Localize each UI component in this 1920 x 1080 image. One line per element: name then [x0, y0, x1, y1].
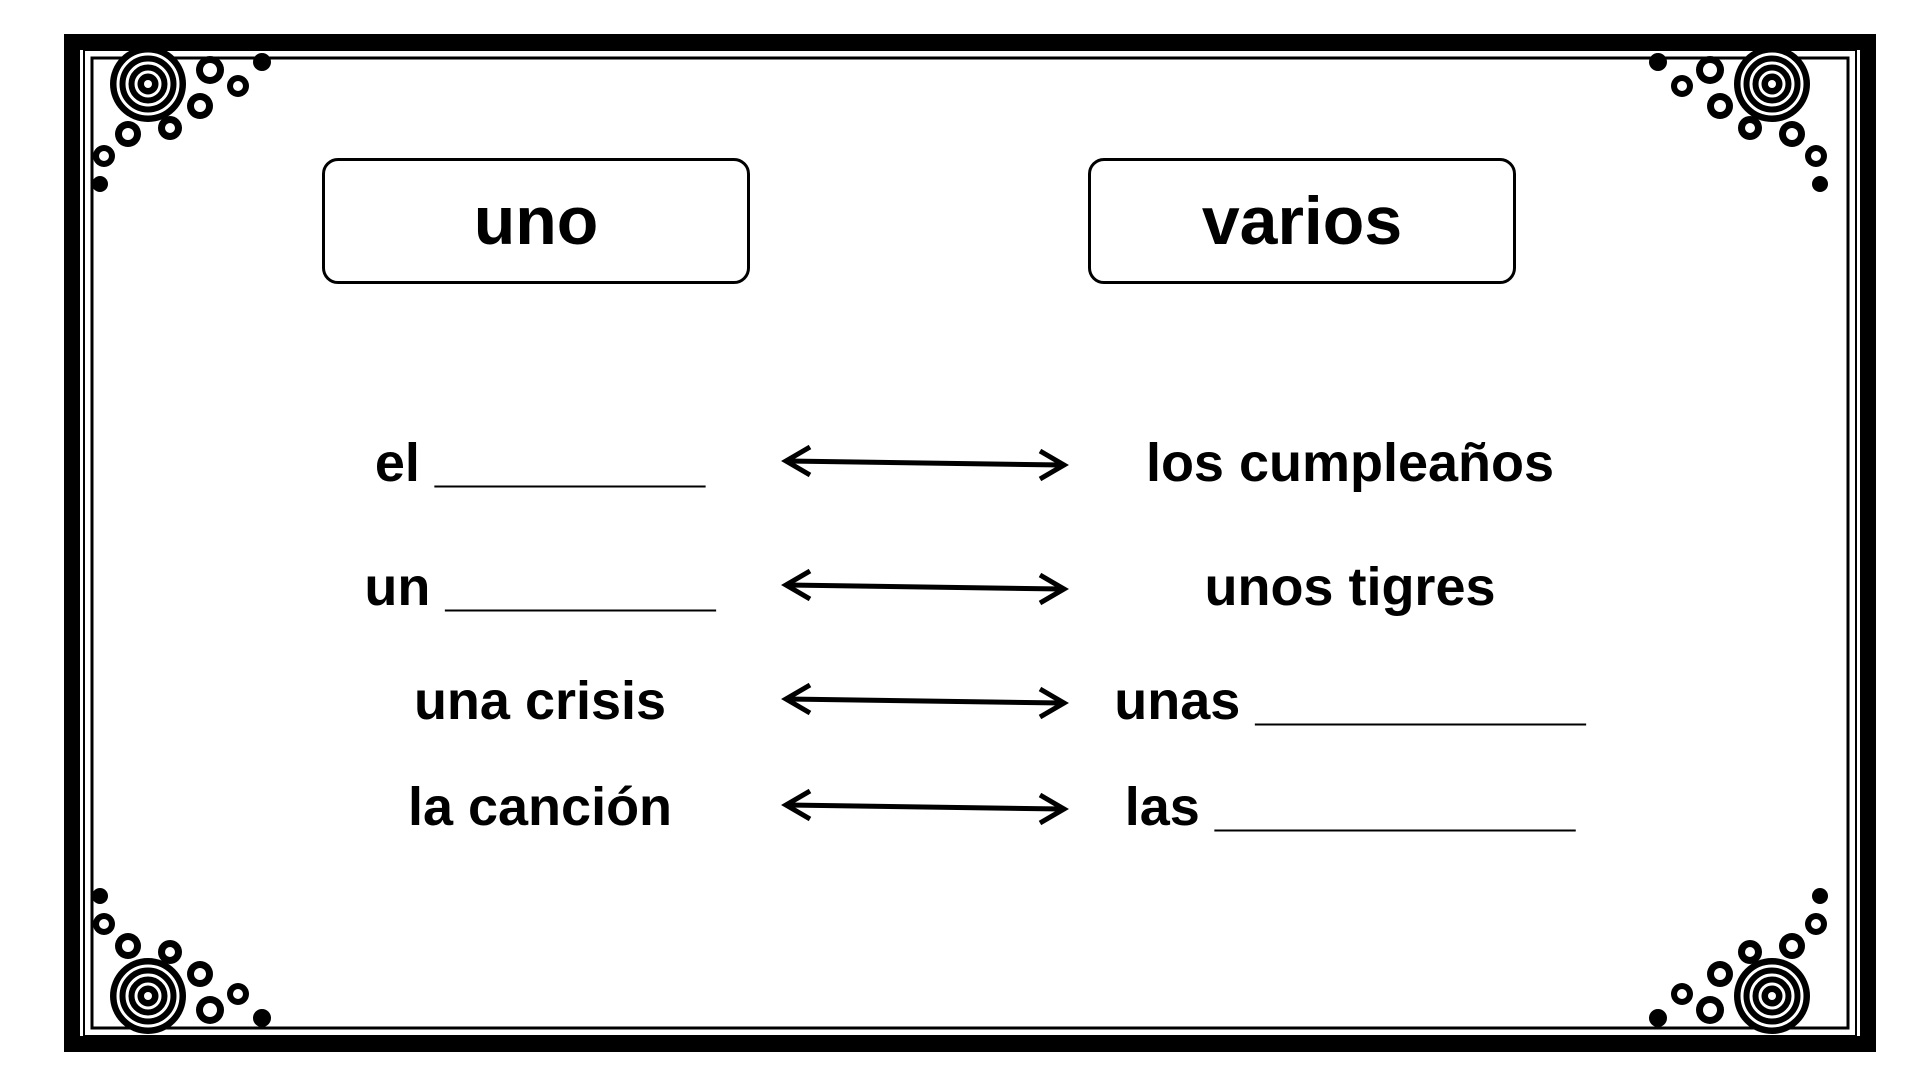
corner-ornament-top-left-icon: [92, 46, 271, 192]
double-headed-arrow-icon: [781, 788, 1069, 826]
header-varios: varios: [1088, 158, 1516, 284]
singular-phrase: una crisis: [413, 671, 667, 731]
pair-row-4: la canción las ____________: [0, 772, 1920, 842]
double-headed-arrow-icon: [781, 682, 1069, 720]
pair-row-1: el _________ los cumpleaños: [0, 428, 1920, 498]
singular-phrase: un _________: [364, 557, 716, 617]
plural-phrase: las ____________: [1124, 777, 1576, 837]
corner-ornament-bottom-right-icon: [1649, 888, 1828, 1034]
plural-phrase: los cumpleaños: [1145, 433, 1555, 493]
header-uno: uno: [322, 158, 750, 284]
header-varios-label: varios: [1201, 183, 1403, 259]
double-headed-arrow-icon: [781, 568, 1069, 606]
corner-ornament-top-right-icon: [1649, 46, 1828, 192]
header-uno-label: uno: [473, 183, 599, 259]
pair-row-3: una crisis unas ___________: [0, 666, 1920, 736]
plural-phrase: unos tigres: [1204, 557, 1496, 617]
corner-ornament-bottom-left-icon: [92, 888, 271, 1034]
singular-phrase: la canción: [407, 777, 673, 837]
singular-phrase: el _________: [374, 433, 706, 493]
plural-phrase: unas ___________: [1114, 671, 1586, 731]
double-headed-arrow-icon: [781, 444, 1069, 482]
pair-row-2: un _________ unos tigres: [0, 552, 1920, 622]
